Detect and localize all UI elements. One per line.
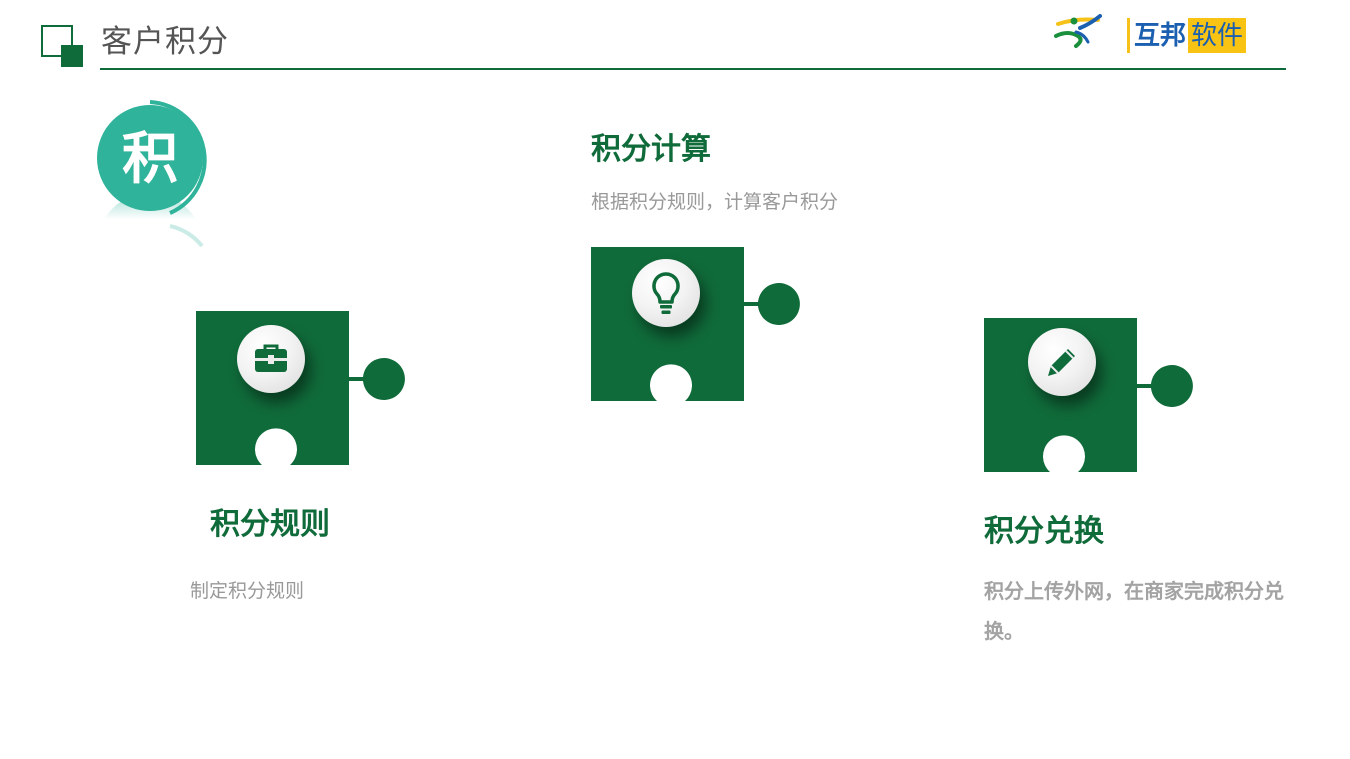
company-logo-icon [1054, 14, 1102, 48]
logo-bar [1127, 18, 1130, 53]
puzzle-calc [591, 247, 806, 407]
section-exchange-desc: 积分上传外网，在商家完成积分兑换。 [984, 581, 1284, 643]
toolbox-icon [255, 344, 287, 372]
puzzle-shape [984, 318, 1193, 472]
section-calc-desc: 根据积分规则，计算客户积分 [591, 192, 839, 213]
puzzle-rules [196, 311, 411, 471]
section-rules-desc: 制定积分规则 [190, 581, 305, 602]
puzzle-shape [196, 311, 405, 465]
puzzle-exchange [984, 318, 1199, 478]
pencil-icon [1048, 349, 1075, 376]
section-exchange-title: 积分兑换 [984, 515, 1104, 548]
header-square-fill [61, 45, 83, 67]
section-calc-title: 积分计算 [591, 133, 711, 166]
toolbox-knob [237, 325, 305, 393]
pencil-knob [1028, 328, 1096, 396]
logo-text-main: 互邦 [1134, 20, 1187, 50]
section-rules-title: 积分规则 [210, 508, 330, 541]
header-divider [100, 68, 1286, 70]
puzzle-shape [591, 247, 800, 401]
badge-char: 积 [122, 127, 178, 192]
lightbulb-knob [632, 259, 700, 327]
header-square-outline [41, 25, 73, 57]
company-logo: 互邦 软件 [1127, 18, 1247, 53]
logo-text-sub: 软件 [1188, 18, 1247, 53]
lightbulb-icon [652, 272, 680, 314]
points-badge: 积 [97, 100, 207, 248]
page-title: 客户积分 [101, 24, 229, 59]
